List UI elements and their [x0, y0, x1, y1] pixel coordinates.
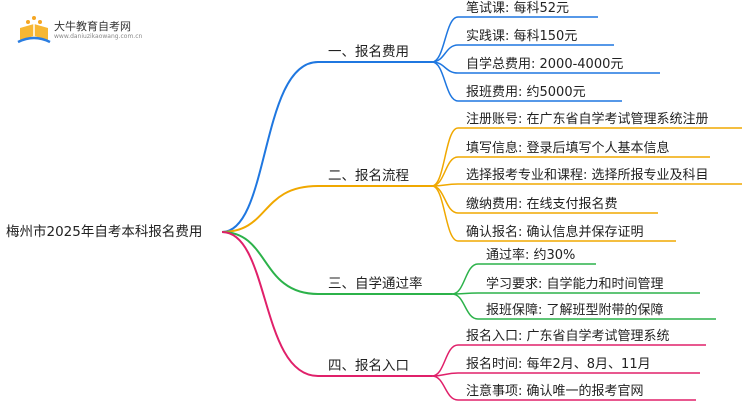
leaf-connector [431, 61, 459, 102]
branch-connector [221, 185, 319, 233]
root-node-label: 梅州市2025年自考本科报名费用 [6, 223, 202, 240]
branch-label: 四、报名入口 [328, 358, 409, 374]
branch-label: 三、自学通过率 [328, 275, 423, 292]
brand-url: www.daniuzikaowang.com.cn [54, 33, 143, 40]
leaf-label: 注册账号: 在广东省自学考试管理系统注册 [466, 111, 709, 127]
mindmap-edges [221, 16, 742, 401]
leaf-connector [451, 263, 479, 295]
leaf-label: 选择报考专业和课程: 选择所报专业及科目 [466, 168, 709, 183]
leaf-label: 报班费用: 约5000元 [466, 85, 586, 100]
leaf-label: 填写信息: 登录后填写个人基本信息 [466, 140, 670, 156]
branch-connector [221, 231, 319, 377]
leaf-connector [431, 344, 459, 377]
leaf-label: 通过率: 约30% [486, 247, 575, 263]
leaf-label: 报班保障: 了解班型附带的保障 [486, 302, 664, 318]
leaf-label: 确认报名: 确认信息并保存证明 [466, 224, 644, 240]
book-icon [17, 16, 51, 44]
brand-logo [14, 12, 134, 46]
leaf-label: 报名入口: 广东省自学考试管理系统 [466, 328, 670, 344]
leaf-label: 笔试课: 每科52元 [466, 0, 569, 16]
leaf-label: 报名时间: 每年2月、8月、11月 [466, 356, 651, 372]
leaf-label: 实践课: 每科150元 [466, 28, 577, 44]
branch-connector [221, 231, 319, 295]
leaf-connector [431, 127, 459, 187]
leaf-connector [451, 293, 479, 320]
leaf-connector [431, 16, 459, 63]
leaf-connector [431, 185, 459, 242]
leaf-label: 缴纳费用: 在线支付报名费 [466, 196, 618, 212]
brand-name: 大牛教育自考网 [54, 20, 131, 33]
branch-label: 二、报名流程 [328, 168, 409, 184]
leaf-label: 学习要求: 自学能力和时间管理 [486, 276, 664, 292]
branch-connector [221, 61, 319, 233]
leaf-label: 注意事项: 确认唯一的报考官网 [466, 383, 644, 399]
leaf-connector [431, 156, 459, 187]
branch-label: 一、报名费用 [328, 44, 409, 60]
leaf-connector [431, 185, 459, 214]
leaf-connector [431, 375, 459, 401]
leaf-label: 自学总费用: 2000-4000元 [466, 56, 623, 72]
